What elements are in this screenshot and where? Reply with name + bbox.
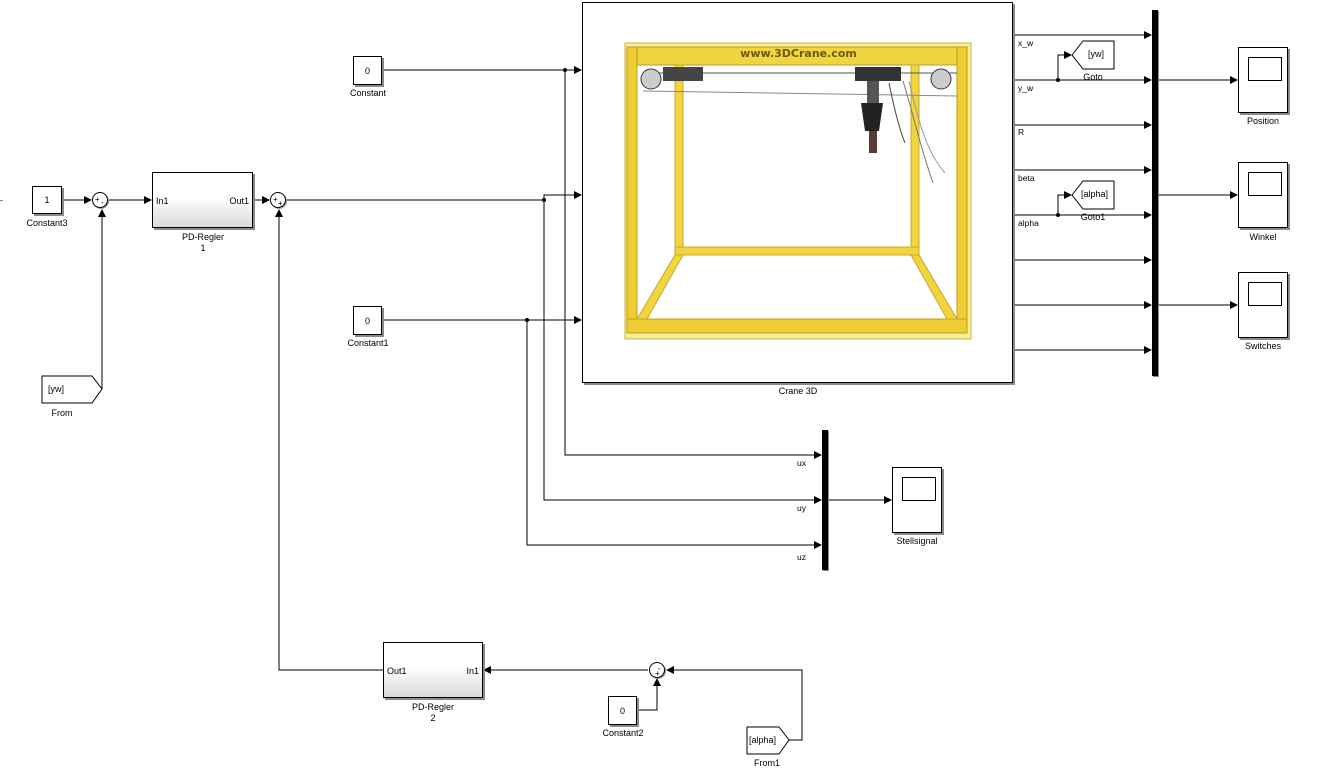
crane-3d-block[interactable]: www.3DCrane.com <box>582 2 1013 383</box>
scope-stellsignal-screen <box>902 477 936 501</box>
output-bus-bar[interactable] <box>1152 10 1158 376</box>
from1-label: From1 <box>754 758 780 769</box>
sum2-sign-b: + <box>278 200 283 208</box>
constant1-block[interactable]: 0 <box>353 306 382 335</box>
constant2-value: 0 <box>620 706 625 716</box>
constant3-value: 1 <box>44 195 49 205</box>
sum2-block[interactable]: + + <box>270 192 286 208</box>
pd-regler-2-block[interactable]: Out1 In1 <box>383 642 483 698</box>
goto-tag: [yw] <box>1088 49 1104 59</box>
scope-position-screen <box>1248 57 1282 81</box>
mux-in-ux: ux <box>797 458 806 468</box>
constant-block[interactable]: 0 <box>353 56 382 85</box>
constant2-label: Constant2 <box>602 728 643 739</box>
constant-label: Constant <box>350 88 386 99</box>
stray-dash: - <box>0 195 3 205</box>
sum3-block[interactable]: - + <box>649 662 665 678</box>
crane-logo-text: www.3DCrane.com <box>583 47 1014 60</box>
scope-winkel[interactable] <box>1238 162 1288 228</box>
goto1-tag: [alpha] <box>1081 189 1108 199</box>
pd1-in-port: In1 <box>156 196 169 206</box>
goto1-label: Goto1 <box>1081 212 1106 223</box>
crane-out-x-w: x_w <box>1018 38 1033 48</box>
sum1-block[interactable]: + - <box>92 192 108 208</box>
goto-label: Goto <box>1083 72 1103 83</box>
pd1-out-port: Out1 <box>229 196 249 206</box>
scope-position[interactable] <box>1238 47 1288 113</box>
scope-stellsignal[interactable] <box>892 467 942 533</box>
constant1-label: Constant1 <box>347 338 388 349</box>
scope-switches[interactable] <box>1238 272 1288 338</box>
constant1-value: 0 <box>365 316 370 326</box>
mux-bar[interactable] <box>822 430 828 570</box>
pd1-label-line1: PD-Regler <box>182 232 224 243</box>
pd2-out-port: Out1 <box>387 666 407 676</box>
constant3-label: Constant3 <box>26 218 67 229</box>
crane-image <box>583 3 1014 384</box>
pd2-label-line1: PD-Regler <box>412 702 454 713</box>
crane-out-alpha: alpha <box>1018 218 1039 228</box>
crane-out-beta: beta <box>1018 173 1035 183</box>
mux-in-uy: uy <box>797 503 806 513</box>
from-label: From <box>52 408 73 419</box>
sum2-sign-a: + <box>273 196 278 204</box>
scope-stellsignal-label: Stellsignal <box>896 536 937 547</box>
pd-regler-1-block[interactable]: In1 Out1 <box>152 172 253 228</box>
pd1-label-line2: 1 <box>200 243 205 254</box>
pd2-label-line2: 2 <box>430 713 435 724</box>
crane-out-r: R <box>1018 127 1024 137</box>
pd2-in-port: In1 <box>466 666 479 676</box>
from1-tag: [alpha] <box>749 735 776 745</box>
scope-position-label: Position <box>1247 116 1279 127</box>
crane-3d-label: Crane 3D <box>779 386 818 397</box>
scope-winkel-screen <box>1248 172 1282 196</box>
constant3-block[interactable]: 1 <box>32 186 62 214</box>
constant-value: 0 <box>365 66 370 76</box>
scope-switches-screen <box>1248 282 1282 306</box>
sum1-sign-b: - <box>101 199 104 207</box>
constant2-block[interactable]: 0 <box>608 696 637 725</box>
crane-out-y-w: y_w <box>1018 83 1033 93</box>
from-tag: [yw] <box>48 384 64 394</box>
sum1-sign-a: + <box>95 196 100 204</box>
scope-switches-label: Switches <box>1245 341 1281 352</box>
sum3-sign-b: + <box>655 670 660 678</box>
mux-in-uz: uz <box>797 552 806 562</box>
scope-winkel-label: Winkel <box>1249 232 1276 243</box>
